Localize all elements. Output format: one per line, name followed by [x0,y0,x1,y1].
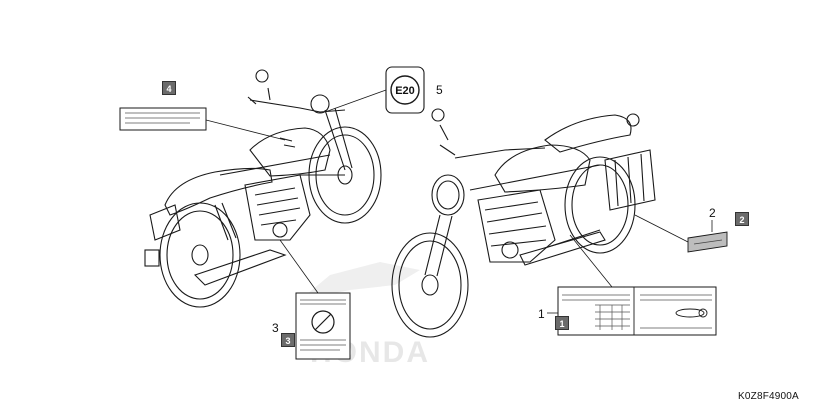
label-4-graphic [119,107,286,141]
diagram-code: K0Z8F4900A [738,391,799,402]
callout-box-1: 1 [555,316,569,330]
label-5-e20-badge: E20 [324,66,425,114]
callout-number-5: 5 [436,83,443,97]
label-3-warning-graphic [279,239,351,360]
motorcycle-right-view [391,108,656,338]
callout-number-3: 3 [272,321,279,335]
label-2-graphic [634,214,728,253]
callout-box-4: 4 [162,81,176,95]
callout-box-3: 3 [281,333,295,347]
motorcycle-left-view [144,69,382,308]
e20-text: E20 [395,85,415,97]
callout-box-2: 2 [735,212,749,226]
label-1-graphic [547,234,717,336]
callout-number-1: 1 [538,307,545,321]
callout-number-2: 2 [709,206,716,220]
